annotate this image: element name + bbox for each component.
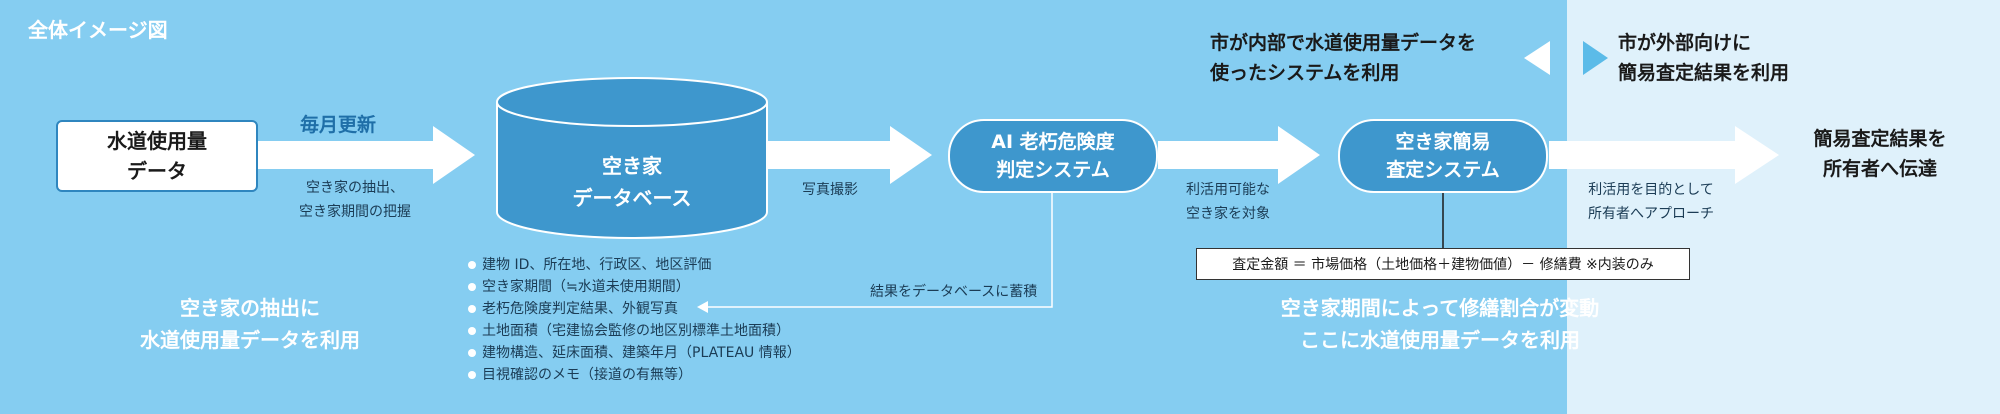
database-item: 土地面積（宅建協会監修の地区別標準土地面積） [468, 320, 801, 342]
external-use-caption: 市が外部向けに 簡易査定結果を利用 [1618, 32, 1790, 84]
water-data-node: 水道使用量 データ [56, 120, 258, 192]
database-item: 建物構造、延床面積、建築年月（PLATEAU 情報） [468, 342, 801, 364]
database-label: 空き家 データベース [572, 154, 692, 210]
extract-grasp-label: 空き家の抽出、 空き家期間の把握 [299, 180, 411, 220]
accumulate-results-label: 結果をデータベースに蓄積 [870, 284, 1038, 300]
page-title: 全体イメージ図 [28, 18, 168, 42]
arrow-assessment-to-result [1549, 126, 1779, 184]
arrow-water-to-db [257, 126, 475, 184]
database-items-list: 建物 ID、所在地、行政区、地区評価 空き家期間（≒水道未使用期間） 老朽危険度… [468, 254, 801, 386]
arrow-db-to-ai [765, 126, 932, 184]
monthly-update-label: 毎月更新 [300, 114, 377, 136]
database-item: 老朽危険度判定結果、外観写真 [468, 298, 801, 320]
database-item: 空き家期間（≒水道未使用期間） [468, 276, 801, 298]
external-use-triangle [1583, 41, 1608, 75]
usable-targets-label: 利活用可能な 空き家を対象 [1186, 182, 1270, 222]
internal-use-caption: 市が内部で水道使用量データを 使ったシステムを利用 [1210, 32, 1477, 84]
feedback-arrowhead [697, 301, 708, 313]
formula-box: 査定金額 ＝ 市場価格（土地価格＋建物価値）－ 修繕費 ※内装のみ [1196, 248, 1690, 280]
internal-use-triangle [1524, 41, 1550, 75]
arrow-ai-to-assessment [1158, 126, 1320, 184]
ai-system-node: AI 老朽危険度 判定システム [948, 119, 1158, 193]
use-for-extraction-caption: 空き家の抽出に 水道使用量データを利用 [140, 296, 360, 352]
repair-ratio-caption: 空き家期間によって修繕割合が変動 ここに水道使用量データを利用 [1280, 296, 1600, 352]
database-cylinder [496, 77, 768, 239]
assessment-system-node: 空き家簡易 査定システム [1338, 119, 1548, 193]
result-label: 簡易査定結果を 所有者へ伝達 [1813, 128, 1947, 180]
feedback-line [706, 190, 1053, 308]
database-item: 建物 ID、所在地、行政区、地区評価 [468, 254, 801, 276]
photography-label: 写真撮影 [802, 182, 858, 198]
external-use-panel [1567, 0, 2000, 414]
database-item: 目視確認のメモ（接道の有無等） [468, 364, 801, 386]
approach-owners-label: 利活用を目的として 所有者へアプローチ [1588, 182, 1714, 222]
